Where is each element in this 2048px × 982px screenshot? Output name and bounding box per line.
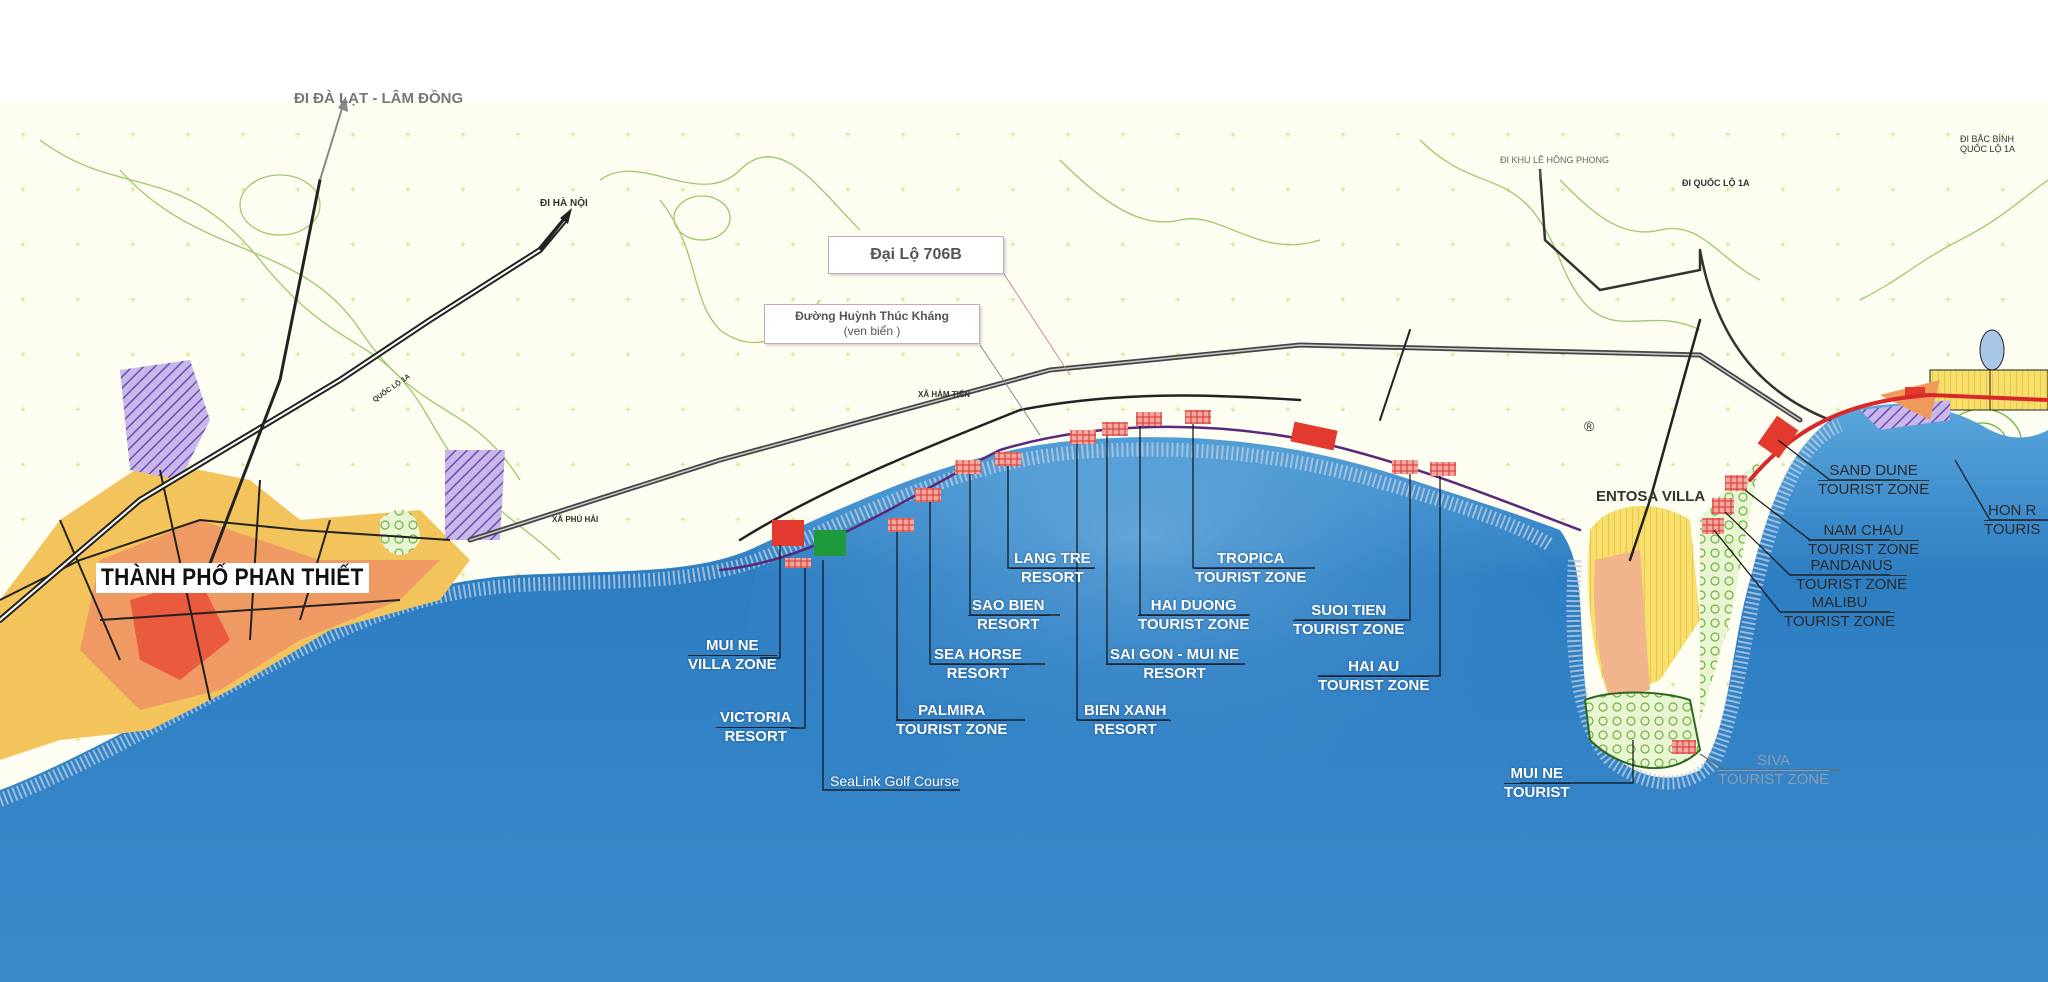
registered-mark: ®	[1584, 418, 1595, 434]
direction-ha-noi: ĐI HÀ NỘI	[540, 198, 588, 209]
road-label-dai-lo-706b: Đại Lộ 706B	[828, 236, 1004, 274]
place-ham-tien: XÃ HÀM TIẾN	[918, 390, 970, 399]
direction-da-lat: ĐI ĐÀ LẠT - LÂM ĐỒNG	[294, 90, 464, 107]
place-centosa-villa: ENTOSA VILLA	[1596, 488, 1706, 505]
mui-ne-urban-area	[1583, 460, 1760, 770]
direction-bac-binh: ĐI BẮC BÌNH QUỐC LỘ 1A	[1960, 134, 2015, 154]
direction-arrows	[319, 96, 1541, 251]
resort-plots	[772, 410, 1799, 754]
zone-label-sealink-golf: SeaLink Golf Course	[830, 773, 960, 789]
leader-lines	[979, 264, 1071, 436]
direction-quoc-lo-1a: ĐI QUỐC LỘ 1A	[1682, 178, 1750, 188]
road-note: (ven biển )	[843, 324, 901, 338]
road-label-huynh-thuc-khang: Đường Huỳnh Thúc Kháng (ven biển )	[764, 304, 980, 344]
road-name: Đường Huỳnh Thúc Kháng	[795, 309, 949, 323]
place-phu-hai: XÃ PHÚ HẢI	[552, 515, 599, 524]
city-label-phan-thiet: THÀNH PHỐ PHAN THIẾT	[96, 563, 369, 593]
direction-le-hong-phong: ĐI KHU LÊ HỒNG PHONG	[1500, 155, 1610, 165]
direction-bac-binh-line1: ĐI BẮC BÌNH	[1960, 134, 2015, 144]
direction-bac-binh-line2: QUỐC LỘ 1A	[1960, 144, 2016, 154]
hon-rom-area	[1860, 329, 2048, 430]
